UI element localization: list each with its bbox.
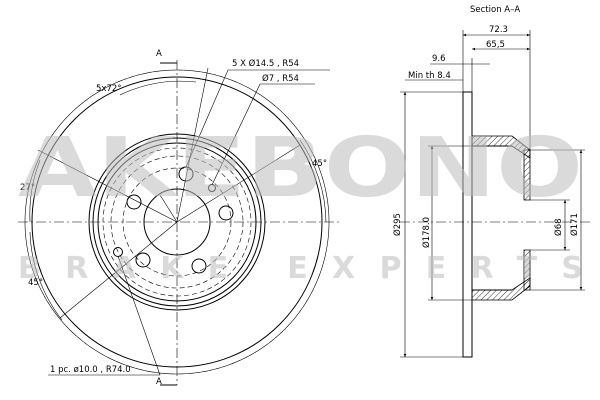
angle-arc-right	[299, 139, 327, 223]
hat-outer-circle	[92, 137, 262, 307]
small-holes-label: Ø7 , R54	[262, 73, 299, 84]
angle-lower-left-label: 45°	[28, 278, 43, 288]
angle-line-lower-left	[59, 221, 178, 319]
hat-width-label: 65,5	[486, 40, 505, 50]
min-thickness-label: Min th 8.4	[408, 71, 451, 81]
bolt-hole	[126, 194, 142, 210]
disc-reference-circle	[24, 69, 330, 375]
angle-arc-lower-left	[29, 231, 63, 321]
section-marker-bottom: A	[156, 377, 162, 387]
angle-arc-top	[119, 80, 197, 96]
angle-line-top	[176, 67, 209, 223]
angle-arc-left	[29, 159, 41, 223]
center-bore-label: Ø68	[553, 218, 564, 236]
inner-diameter-label: Ø178.0	[421, 217, 432, 248]
bolt-pattern-label: 5x72°	[96, 84, 122, 94]
pin-circle	[110, 155, 244, 289]
section-marker-top: A	[156, 49, 162, 59]
bolt-hole	[191, 258, 207, 274]
angle-left-label: 27°	[20, 183, 35, 193]
bolt-holes-label: 5 X Ø14.5 , R54	[232, 58, 299, 69]
angle-line-right	[176, 144, 301, 223]
watermark: AKEBONO BRAKE EXPERTS	[18, 121, 583, 286]
angle-line-upper-left	[37, 149, 178, 223]
small-holes-leader	[211, 83, 315, 186]
hat-face-circle	[97, 142, 257, 302]
hat-diameter-label: Ø171	[569, 213, 580, 236]
bolt-hole	[218, 205, 234, 221]
pin-hole-leader	[48, 255, 161, 376]
bore-leader	[159, 194, 178, 223]
thickness-label: 9.6	[432, 54, 446, 64]
angle-right-label: 45°	[312, 159, 327, 169]
watermark-logo: AKEBONO	[18, 121, 583, 216]
watermark-tagline: BRAKE EXPERTS	[18, 251, 583, 286]
total-width-label: 72.3	[489, 25, 508, 35]
friction-ring-inner	[88, 133, 266, 311]
section-view: Section A–A 72.3 65,5 9.6 Min th 8.4 Ø29…	[392, 5, 590, 358]
pin-hole-label: 1 pc. ø10.0 , R74.0	[50, 365, 131, 375]
friction-ring-section	[462, 91, 473, 358]
center-bore	[143, 188, 211, 256]
outer-diameter-label: Ø295	[392, 213, 403, 236]
section-title: Section A–A	[470, 5, 520, 15]
bolt-circle	[122, 167, 232, 277]
disc-outer-circle	[31, 76, 323, 368]
front-view: A A 5x72° 5 X Ø14.5 , R54 Ø7 , R54 27° 4…	[18, 49, 340, 387]
bolt-holes-leader	[185, 69, 330, 168]
hat-hidden-circle	[102, 147, 252, 297]
bolt-hole	[135, 252, 151, 268]
